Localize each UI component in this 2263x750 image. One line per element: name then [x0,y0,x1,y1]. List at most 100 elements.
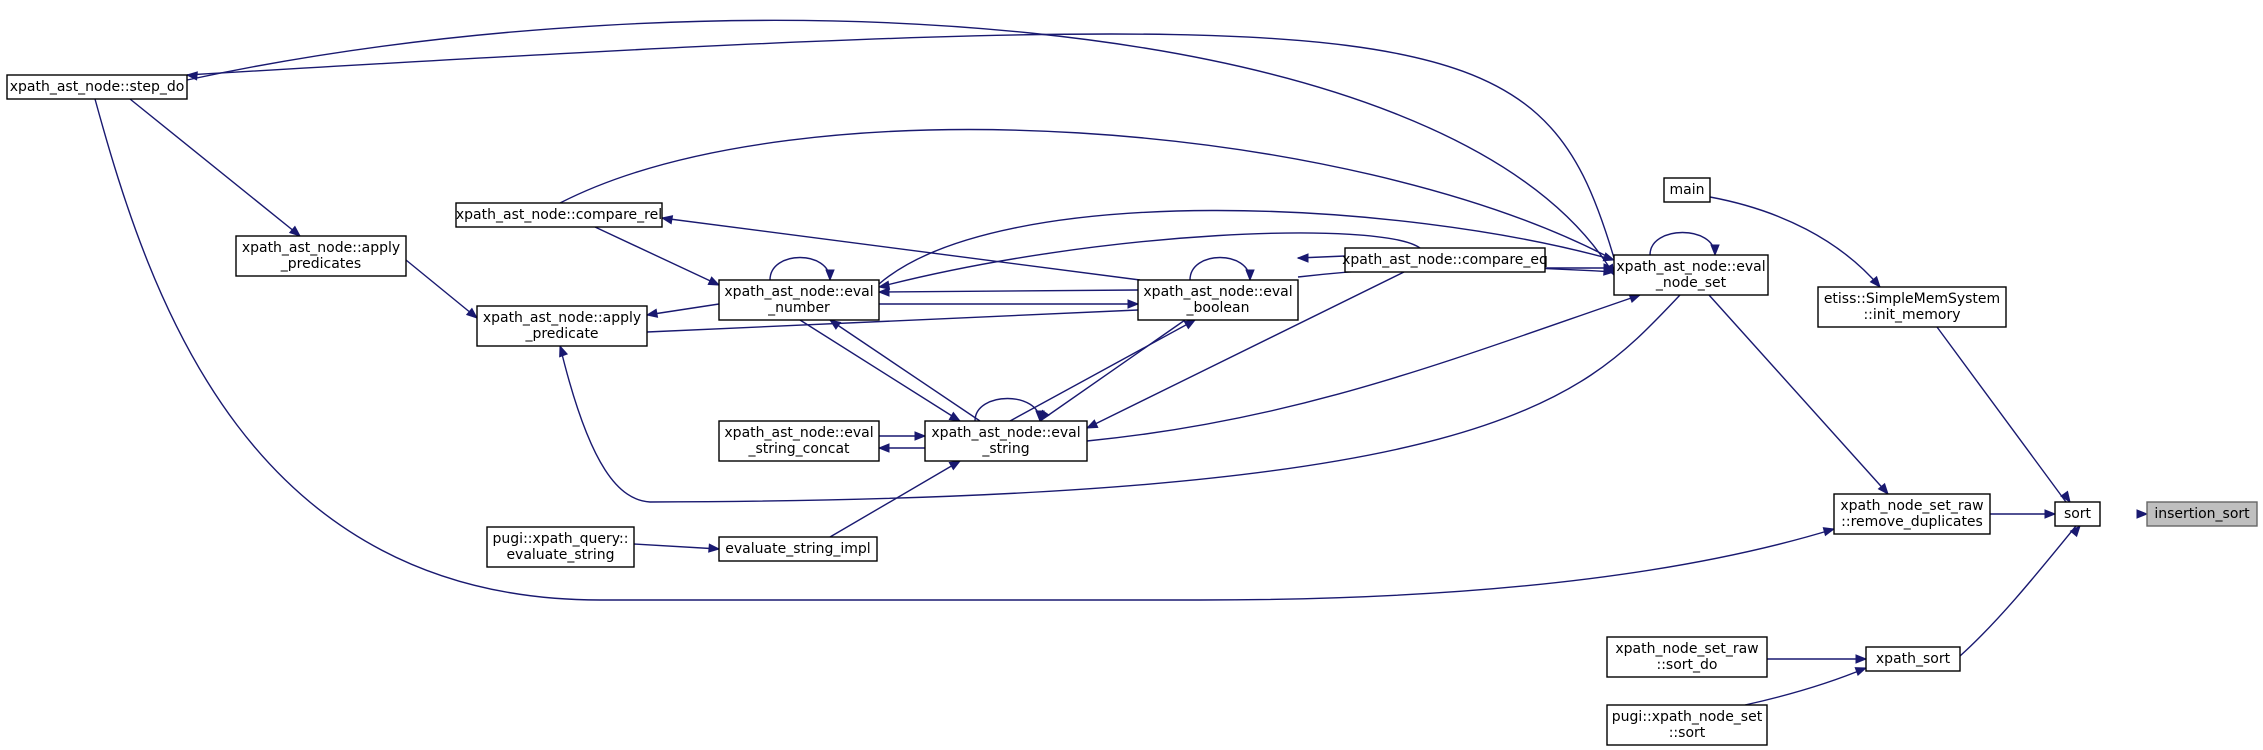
node-label: pugi::xpath_query:: [493,531,629,547]
node-box[interactable] [455,202,663,228]
node-box[interactable] [1137,279,1299,321]
arrow-sort-3 [2069,524,2081,538]
node-box[interactable] [1865,646,1961,672]
edge-eval_string->eval_boolean [1009,319,1196,422]
edge-apply_predicates->apply_predicate [405,259,478,319]
node-label: xpath_ast_node::eval [931,425,1080,441]
node-box[interactable] [718,420,880,462]
node-evaluate-string-impl[interactable]: evaluate_string_impl [718,536,878,562]
node-box[interactable] [1663,177,1711,203]
edge-compare_eq->eval_number [878,232,1421,288]
node-box[interactable] [6,74,188,100]
arrow-eval_number-3 [707,276,721,286]
node-label: ::init_memory [1863,307,1960,323]
edge-xpath_sort->sort [1959,525,2077,657]
node-box[interactable] [1833,493,1991,535]
arrow-apply_predicate-2 [465,307,479,319]
node-compare-eq[interactable]: xpath_ast_node::compare_eq [1342,247,1548,273]
arrow-eval_number-4 [828,319,842,330]
node-label: xpath_ast_node::eval [724,284,873,300]
node-label: sort [2064,506,2092,522]
node-box[interactable] [2054,501,2101,527]
node-eval-node-set[interactable]: xpath_ast_node::eval_node_set [1613,254,1769,296]
arrow-eval_string-3 [948,411,962,422]
arrow-apply_predicates [288,225,302,237]
node-label: evaluate_string [506,547,614,563]
node-box[interactable] [1606,704,1768,746]
node-xpath-sort[interactable]: xpath_sort [1865,646,1961,672]
edge-pugi_evaluate_string->evaluate_string_impl [633,543,720,550]
node-label: xpath_node_set_raw [1615,641,1758,657]
node-init-memory[interactable]: etiss::SimpleMemSystem::init_memory [1817,286,2007,328]
edge-eval_string->eval_node_set [1086,294,1641,442]
node-sort[interactable]: sort [2054,501,2101,527]
node-label: xpath_ast_node::compare_eq [1342,252,1548,268]
edge-eval_boolean->eval_string [1039,319,1186,422]
arrow-remove_duplicates-2 [1822,527,1836,537]
arrow-compare_rel [660,215,674,225]
node-eval-string[interactable]: xpath_ast_node::eval_string [924,420,1088,462]
node-apply-predicates[interactable]: xpath_ast_node::apply_predicates [235,235,407,277]
node-box[interactable] [1817,286,2007,328]
node-compare-rel[interactable]: xpath_ast_node::compare_rel [455,202,663,228]
arrow-eval_number-2 [877,287,890,297]
edge-eval_boolean->self [1189,256,1251,281]
node-label: evaluate_string_impl [725,541,870,557]
node-box[interactable] [718,279,880,321]
node-box[interactable] [1613,254,1769,296]
node-main[interactable]: main [1663,177,1711,203]
arrow-eval_string-self [1035,410,1045,423]
edge-eval_node_set->remove_duplicates [1708,294,1889,495]
node-label: xpath_sort [1876,651,1951,667]
node-box[interactable] [2146,501,2258,527]
node-eval-number[interactable]: xpath_ast_node::eval_number [718,279,880,321]
node-pugi-evaluate-string[interactable]: pugi::xpath_query::evaluate_string [486,526,635,568]
node-apply-predicate[interactable]: xpath_ast_node::apply_predicate [476,305,648,347]
edge-compare_rel->eval_number [594,226,720,286]
node-label: main [1670,182,1705,198]
arrow-sort-1 [2044,509,2057,519]
arrow-eval_string-4 [948,460,962,471]
node-label: xpath_ast_node::eval [1616,259,1765,275]
arrow-eval_string-1 [1085,419,1099,429]
node-label: ::sort [1669,725,1706,741]
node-box[interactable] [1606,636,1768,678]
arrow-eval_node_set-self [1710,244,1720,257]
node-label: _predicate [524,326,598,342]
arrow-eval_string-5 [914,431,927,441]
node-box[interactable] [486,526,635,568]
edge-eval_number->eval_node_set [878,209,1615,285]
node-box[interactable] [1344,247,1546,273]
node-label: _string_concat [747,441,850,457]
edge-eval_number->eval_boolean [878,289,1139,293]
node-label: _string [981,441,1029,457]
arrow-remove_duplicates-1 [1877,482,1889,496]
node-box[interactable] [235,235,407,277]
edge-eval_number->self [769,256,831,281]
node-remove-duplicates[interactable]: xpath_node_set_raw::remove_duplicates [1833,493,1991,535]
arrow-xpath_sort-1 [1855,654,1868,664]
edge-eval_string->eval_number [829,319,981,422]
edge-compare_rel->eval_node_set [559,128,1615,261]
edge-evaluate_string_impl->eval_string [829,460,961,538]
node-sort-do[interactable]: xpath_node_set_raw::sort_do [1606,636,1768,678]
edge-eval_node_set->step_do [186,33,1615,259]
node-pugi-sort[interactable]: pugi::xpath_node_set::sort [1606,704,1768,746]
arrow-eval_boolean-self [1245,269,1255,282]
node-box[interactable] [718,536,878,562]
node-box[interactable] [476,305,648,347]
node-box[interactable] [924,420,1088,462]
arrow-eval_boolean-1 [1296,253,1309,263]
edge-step_do->eval_node_set [186,19,1615,276]
arrow-eval_node_set-3 [1602,252,1616,262]
node-label: _boolean [1186,300,1250,316]
node-eval-boolean[interactable]: xpath_ast_node::eval_boolean [1137,279,1299,321]
arrow-step_do [185,71,198,81]
node-eval-string-concat[interactable]: xpath_ast_node::eval_string_concat [718,420,880,462]
edge-eval_number->eval_string [799,319,961,422]
edge-main->init_memory [1709,196,1881,288]
edge-init_memory->sort [1936,326,2067,503]
node-step-do[interactable]: xpath_ast_node::step_do [6,74,188,100]
edge-eval_node_set->apply_predicate [559,294,1681,503]
node-insertion-sort[interactable]: insertion_sort [2146,501,2258,527]
